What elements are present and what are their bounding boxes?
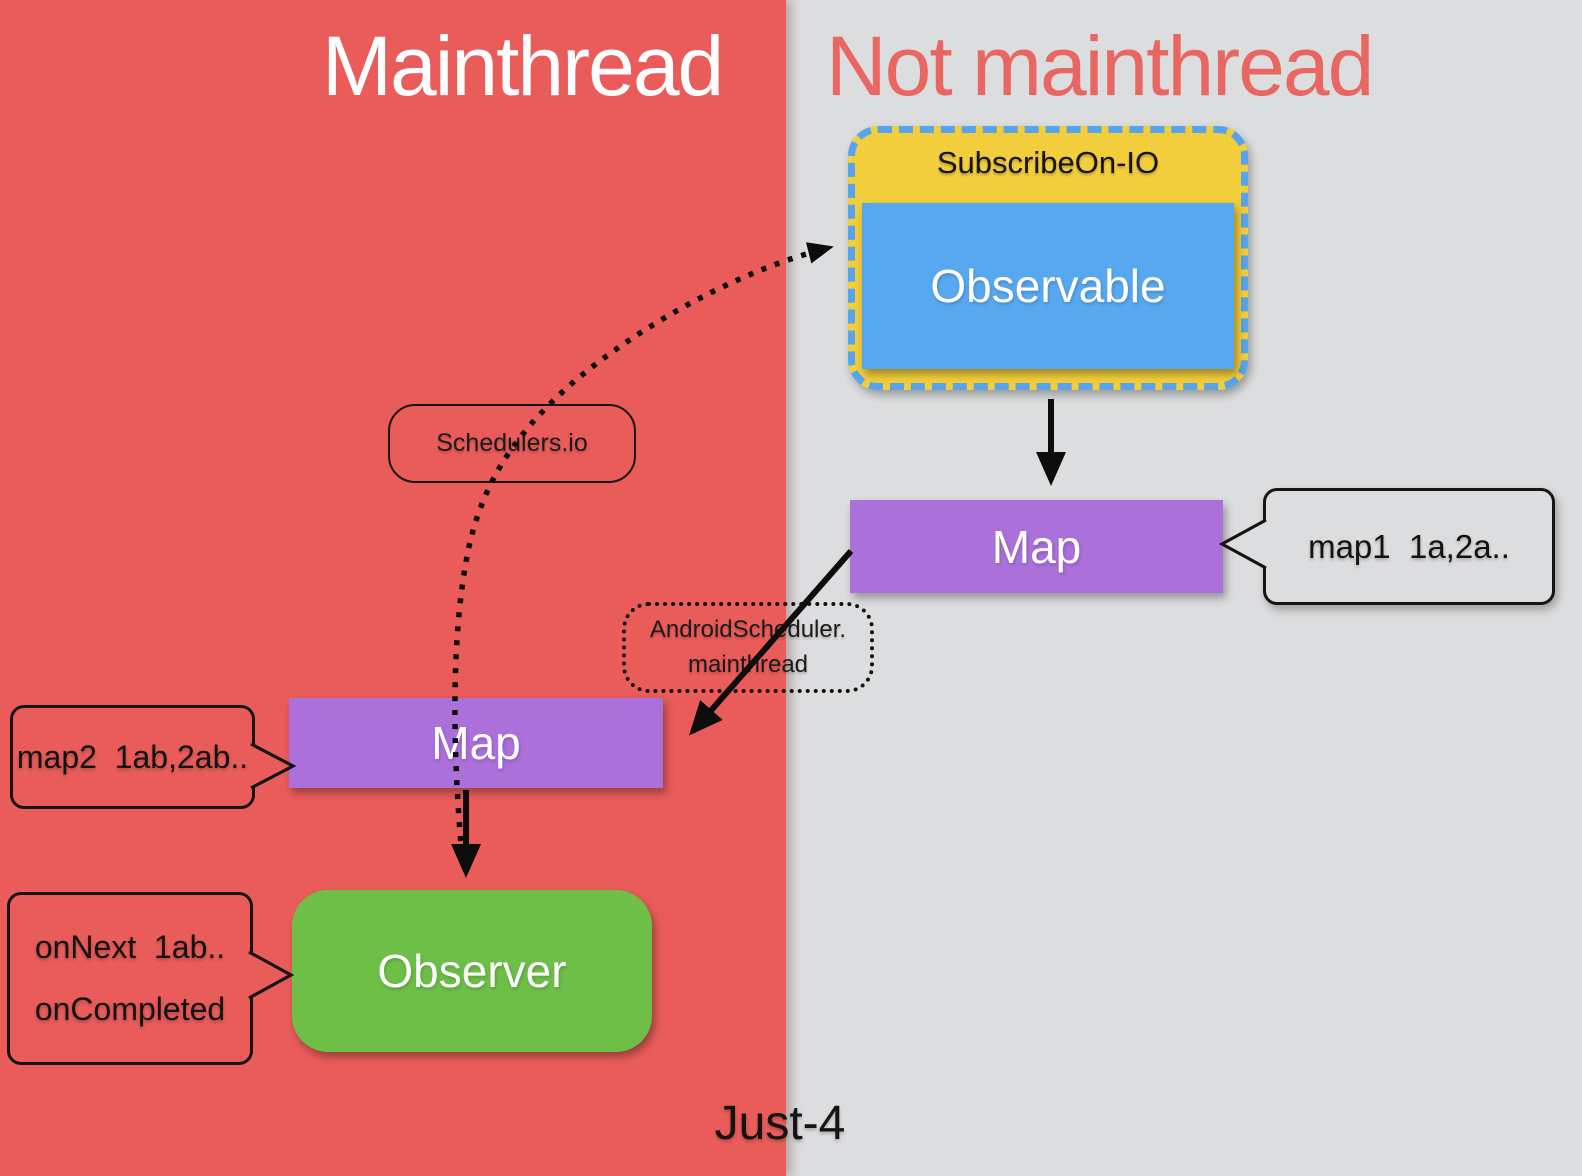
android-scheduler-label: AndroidScheduler. mainthread [622, 602, 874, 693]
mainthread-title: Mainthread [322, 19, 724, 113]
observer-callout-line2: onCompleted [34, 990, 226, 1027]
not-mainthread-title: Not mainthread [826, 19, 1374, 113]
observable-node: Observable [862, 203, 1234, 369]
observer-label: Observer [377, 945, 567, 997]
map-io-node: Map [850, 500, 1223, 593]
android-scheduler-line1: AndroidScheduler. [649, 615, 847, 643]
map1-callout-text: map1 1a,2a.. [1308, 527, 1510, 565]
observer-node: Observer [292, 890, 652, 1052]
schedulers-io-label: Schedulers.io [388, 404, 636, 483]
map2-callout: map2 1ab,2ab.. [10, 705, 255, 809]
map-io-label: Map [991, 520, 1082, 573]
map2-callout-text: map2 1ab,2ab.. [16, 738, 249, 775]
map-main-label: Map [431, 717, 521, 769]
map1-callout: map1 1a,2a.. [1263, 488, 1555, 605]
map-main-node: Map [289, 698, 663, 788]
schedulers-io-text: Schedulers.io [436, 429, 588, 457]
android-scheduler-line2: mainthread [687, 650, 809, 678]
subscribeon-io-label: SubscribeOn-IO [936, 145, 1160, 180]
observer-callout: onNext 1ab.. onCompleted [7, 892, 253, 1065]
observable-label: Observable [930, 260, 1166, 312]
observer-callout-line1: onNext 1ab.. [34, 929, 226, 966]
slide-caption: Just-4 [714, 1097, 846, 1150]
